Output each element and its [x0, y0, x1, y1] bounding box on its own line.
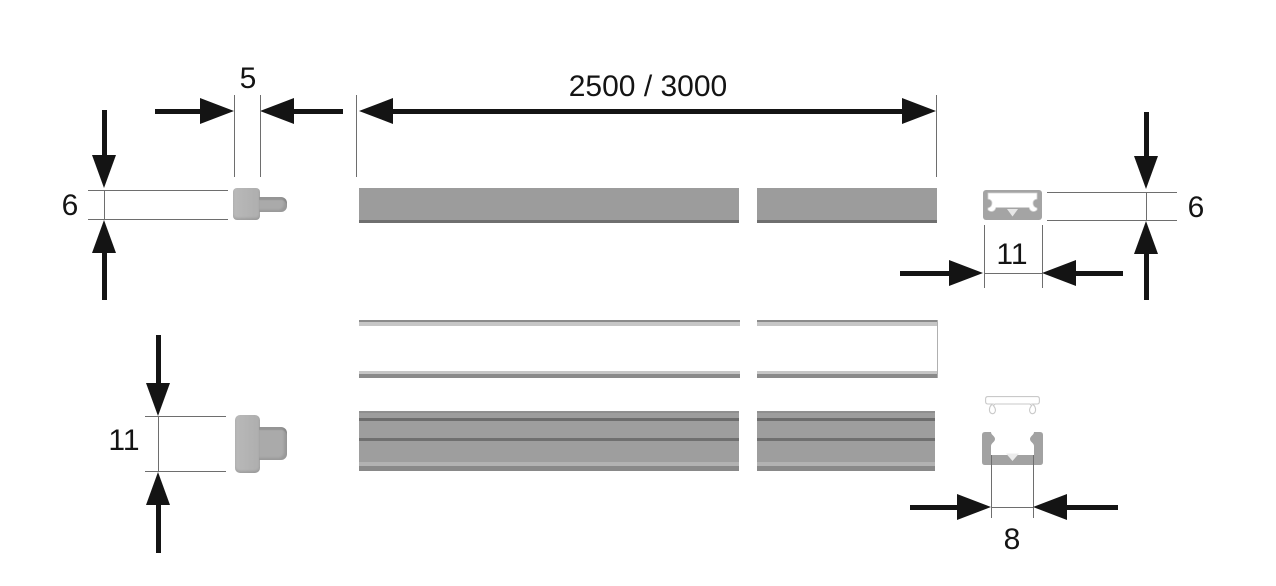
extension-line [356, 95, 357, 177]
profile-bar-top-segment-1 [359, 188, 739, 223]
extension-line [1047, 192, 1177, 193]
dim-label-end-cap-height: 11 [108, 424, 140, 457]
dim-arrow-shaft [1144, 254, 1149, 300]
end-cap-body [235, 415, 260, 473]
channel-cross-section [982, 432, 1043, 465]
dim-arrowhead-up-icon [1134, 221, 1158, 254]
extension-line [145, 471, 226, 472]
channel-bar-segment-1 [359, 411, 739, 471]
dim-arrow-shaft [156, 335, 161, 383]
extension-line [991, 455, 992, 518]
extension-line [234, 95, 235, 177]
dim-arrowhead-left-icon [260, 98, 294, 124]
extension-line [260, 95, 261, 177]
dim-label-cap-flange-width: 5 [239, 62, 257, 95]
dim-arrowhead-left-icon [359, 98, 393, 124]
dimension-line [984, 273, 1042, 274]
end-cap-body [233, 188, 260, 220]
extension-line [936, 95, 937, 177]
diffuser-bar-segment-1 [359, 320, 740, 378]
dim-arrow-shaft [1067, 505, 1118, 510]
dim-arrowhead-down-icon [146, 383, 170, 416]
channel-bar-segment-2 [757, 411, 935, 471]
dim-arrowhead-right-icon [957, 494, 991, 520]
dim-arrowhead-right-icon [949, 260, 983, 286]
dim-arrow-shaft [1076, 271, 1123, 276]
dim-arrow-shaft [102, 253, 107, 300]
dimension-line [104, 190, 105, 220]
dimension-line [991, 507, 1033, 508]
dim-label-length: 2500 / 3000 [568, 70, 728, 103]
dim-label-profile-inner-width: 8 [1003, 523, 1021, 556]
dim-arrow-shaft [156, 505, 161, 553]
end-cap-plug-tab [259, 427, 287, 460]
dim-arrowhead-left-icon [1033, 494, 1067, 520]
extension-line [1047, 220, 1177, 221]
diffuser-cross-section [985, 396, 1040, 415]
dim-arrow-shaft [102, 110, 107, 156]
dim-arrowhead-down-icon [1134, 156, 1158, 189]
dim-label-profile-height-left: 6 [61, 189, 79, 222]
dim-arrow-shaft [900, 271, 949, 276]
extension-line [145, 416, 226, 417]
diffuser-bar-segment-2 [757, 320, 938, 378]
dim-arrowhead-up-icon [92, 220, 116, 253]
dim-arrowhead-left-icon [1042, 260, 1076, 286]
dim-arrowhead-right-icon [902, 98, 936, 124]
dim-arrow-shaft [155, 109, 203, 114]
dim-arrow-shaft [294, 109, 343, 114]
dim-label-profile-outer-width: 11 [996, 238, 1028, 271]
extension-line [1033, 455, 1034, 518]
dim-arrowhead-down-icon [92, 155, 116, 188]
extension-line [1042, 225, 1043, 288]
profile-bar-top-segment-2 [757, 188, 937, 223]
dimension-line [158, 416, 159, 471]
dimension-line [1146, 192, 1147, 220]
dim-arrowhead-right-icon [200, 98, 234, 124]
profile-cross-section-assembled [983, 190, 1042, 220]
end-cap-plug-tab [259, 197, 287, 212]
dim-arrow-shaft [1144, 112, 1149, 157]
extension-line [88, 190, 228, 191]
dim-label-profile-height-right: 6 [1187, 191, 1205, 224]
dim-arrow-shaft [390, 109, 906, 114]
extension-line [984, 225, 985, 288]
extension-line [88, 219, 228, 220]
dim-arrowhead-up-icon [146, 472, 170, 505]
dim-arrow-shaft [910, 505, 959, 510]
